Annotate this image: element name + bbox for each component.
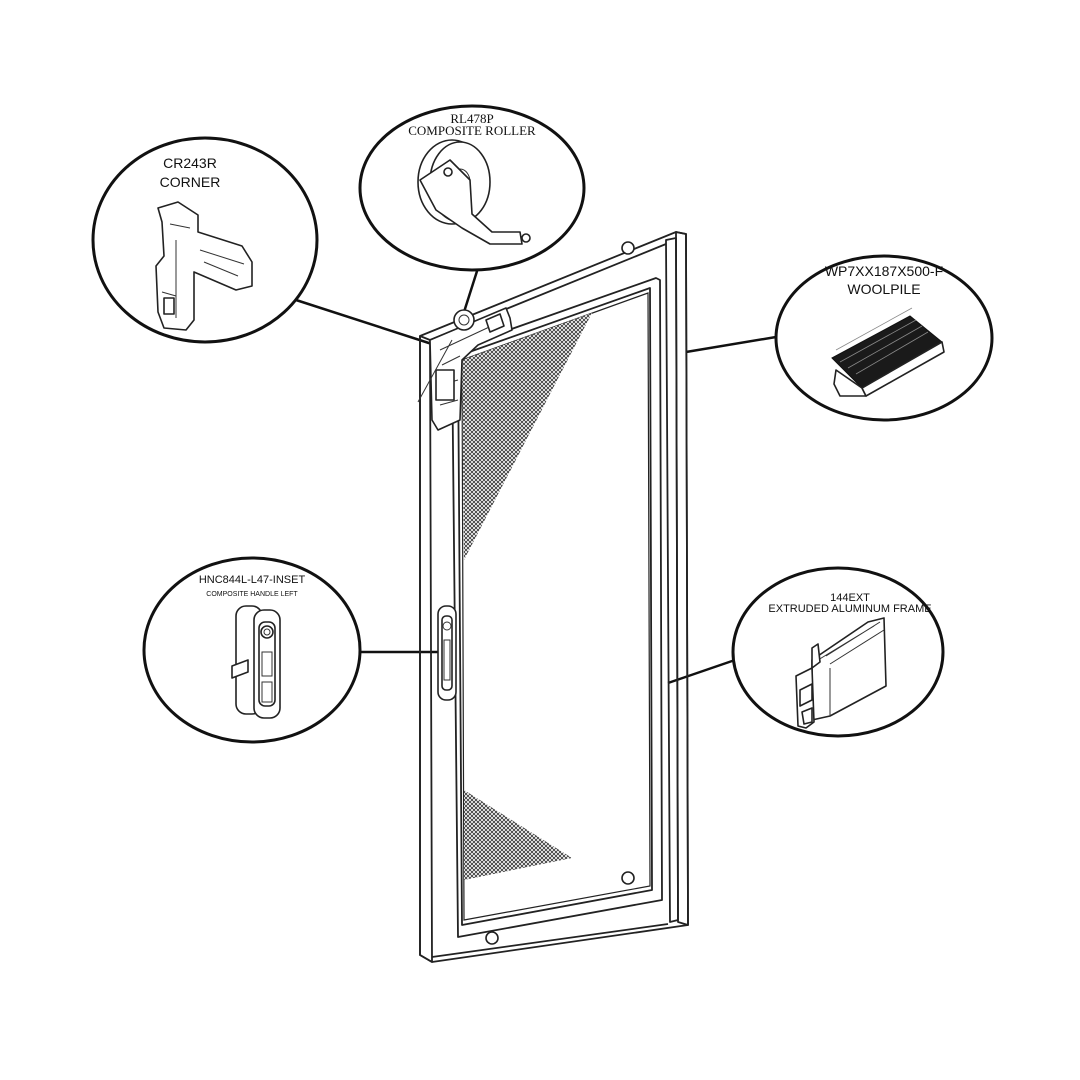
bottom-roller-left — [485, 931, 499, 945]
mesh-shading-top — [462, 313, 592, 560]
roller-icon — [417, 139, 531, 245]
top-right-roller — [621, 241, 635, 255]
callout-roller: RL478P COMPOSITE ROLLER — [358, 104, 586, 272]
handle-name: COMPOSITE HANDLE LEFT — [206, 591, 298, 598]
mesh-shading-bottom — [464, 790, 572, 880]
handle-code: HNC844L-L47-INSET — [199, 574, 306, 586]
door-left-edge — [419, 335, 433, 963]
screen-door — [417, 231, 689, 963]
leader-roller — [462, 267, 480, 313]
frame-code: 144EXT — [830, 592, 870, 604]
woolpile-name: WOOLPILE — [847, 281, 920, 297]
woolpile-code: WP7XX187X500-F — [825, 263, 943, 279]
callout-frame: 144EXT EXTRUDED ALUMINUM FRAME — [731, 566, 945, 738]
frame-profile-icon — [795, 617, 887, 729]
corner-code: CR243R — [163, 155, 217, 171]
door-corner-hardware — [417, 307, 513, 431]
door-handle — [437, 605, 457, 701]
roller-code: RL478P — [450, 111, 493, 126]
leader-corner — [295, 298, 436, 347]
callout-woolpile: WP7XX187X500-F WOOLPILE — [774, 254, 994, 422]
roller-name: COMPOSITE ROLLER — [408, 123, 536, 138]
leader-lines — [295, 267, 777, 685]
leader-woolpile — [685, 335, 777, 354]
woolpile-icon — [831, 307, 945, 397]
callout-handle: HNC844L-L47-INSET COMPOSITE HANDLE LEFT — [142, 556, 362, 744]
leader-frame — [667, 658, 736, 685]
bottom-roller-right — [621, 871, 635, 885]
door-inner-bevel — [451, 277, 663, 938]
frame-name: EXTRUDED ALUMINUM FRAME — [768, 603, 931, 615]
corner-name: CORNER — [160, 174, 221, 190]
handle-icon — [231, 605, 281, 719]
corner-icon — [155, 201, 253, 331]
callout-corner: CR243R CORNER — [91, 136, 319, 344]
